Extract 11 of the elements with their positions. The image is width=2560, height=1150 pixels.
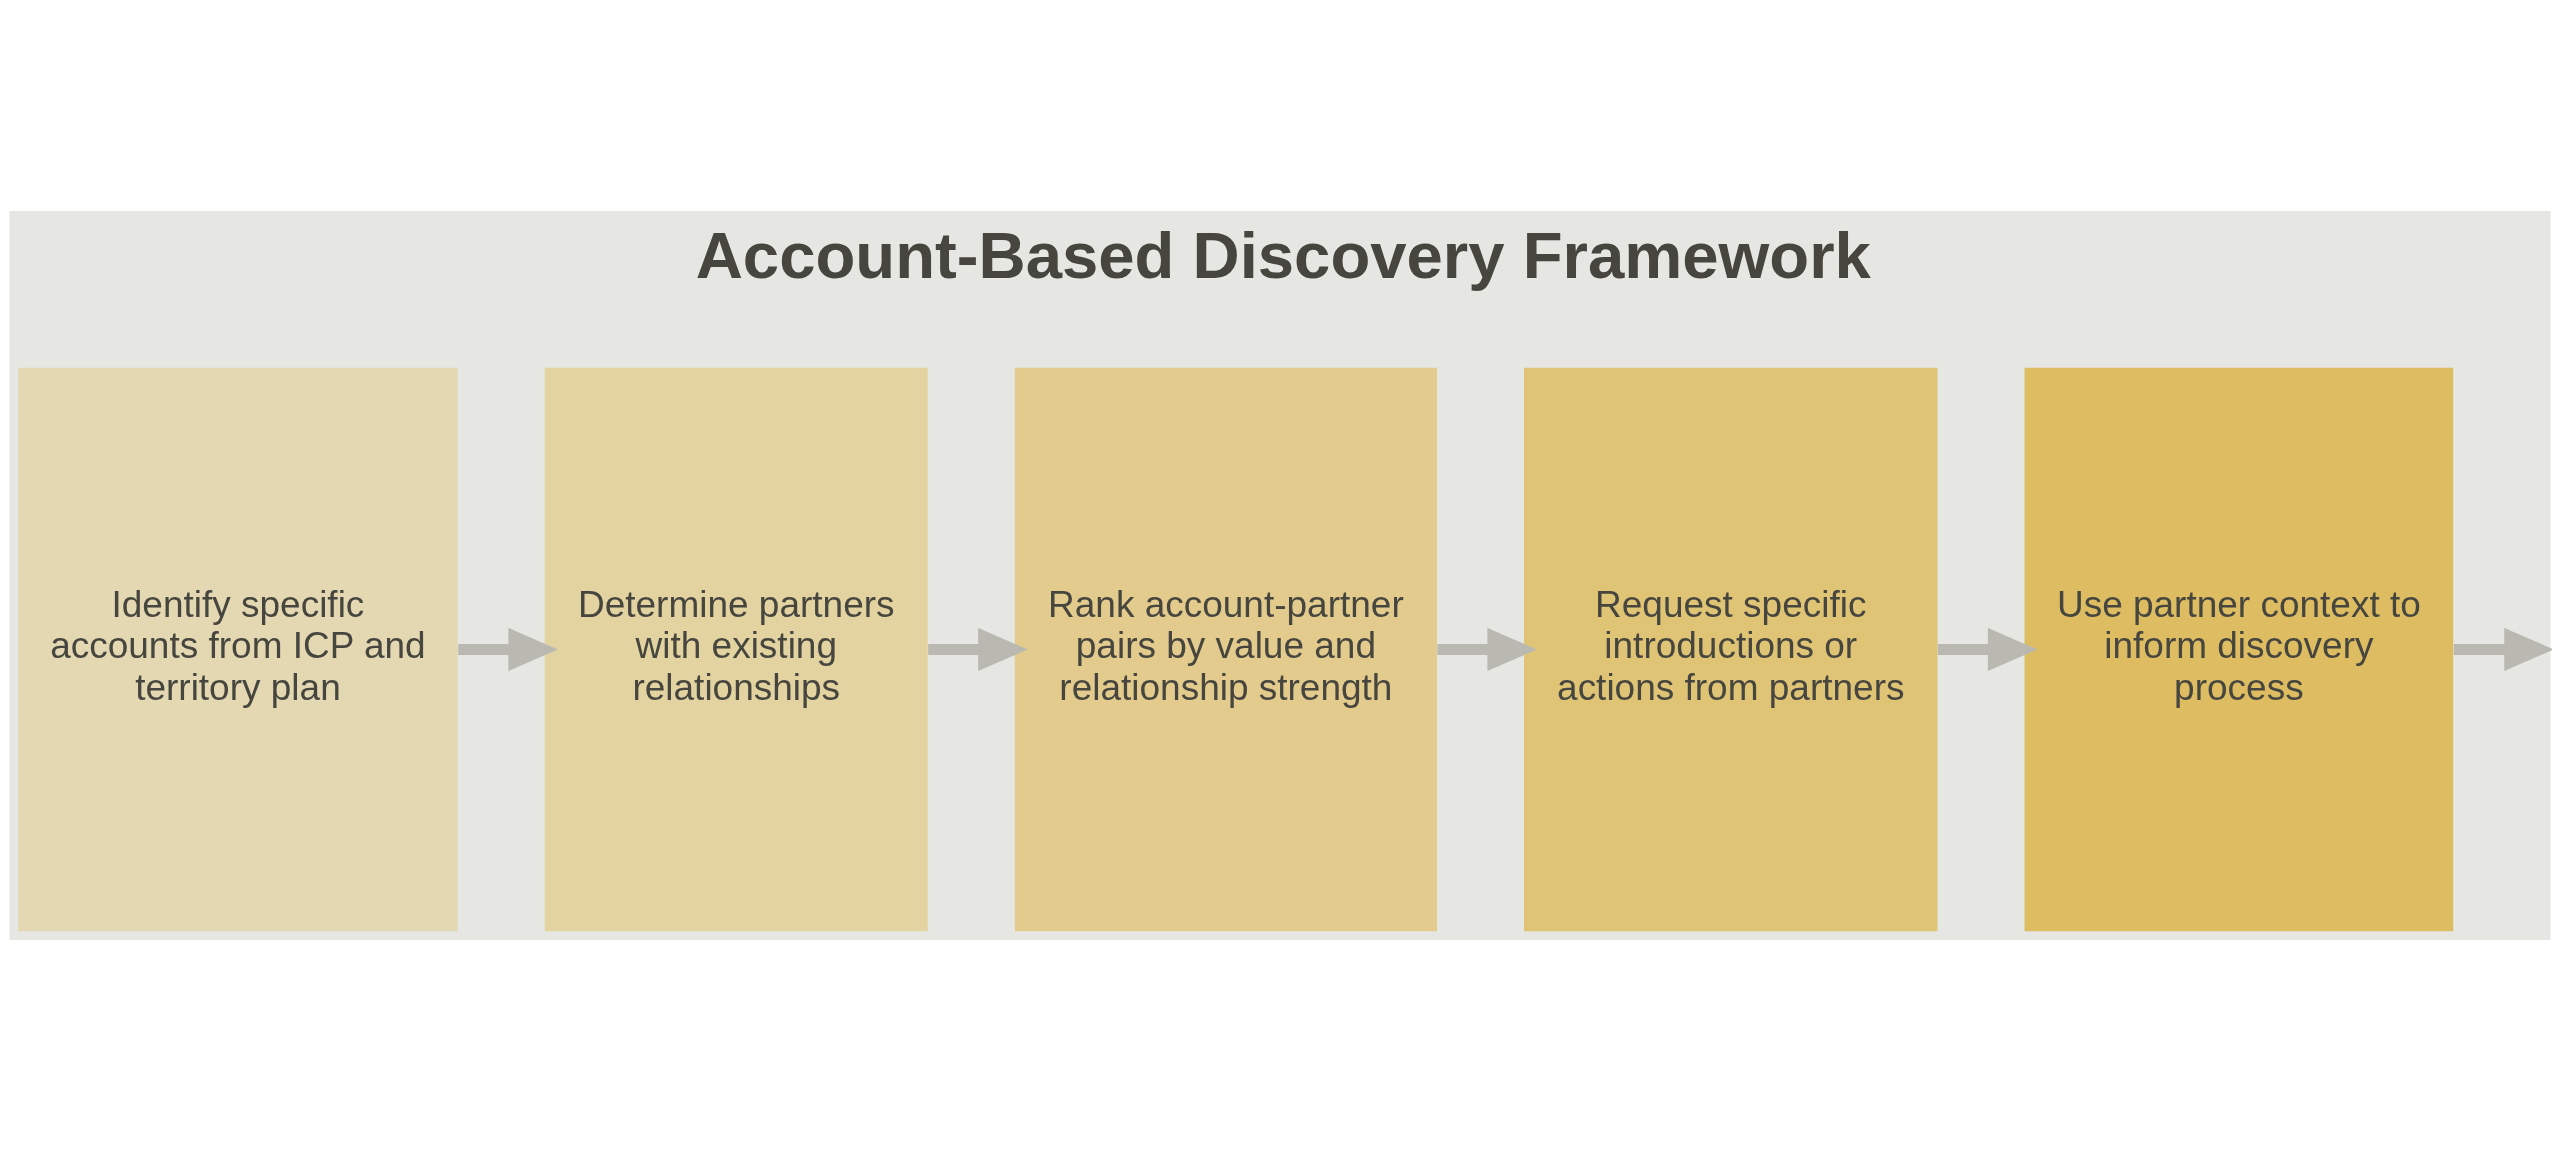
node-box: Rank account-partner pairs by value and relationship strength [1014,367,1437,931]
node-box: Determine partners with existing relationships [544,367,928,931]
arrow [928,627,1028,671]
arrow [458,627,558,671]
arrow [1937,627,2038,671]
node-box: Identify specific accounts from ICP and territory plan [18,367,458,931]
node-box: Use partner context to inform discovery process [2024,367,2454,931]
node-box: Request specific introductions or actions from partners [1524,367,1938,931]
arrow [2453,627,2552,671]
arrow [1437,627,1537,671]
diagram-title: Account-Based Discovery Framework [695,218,1871,292]
